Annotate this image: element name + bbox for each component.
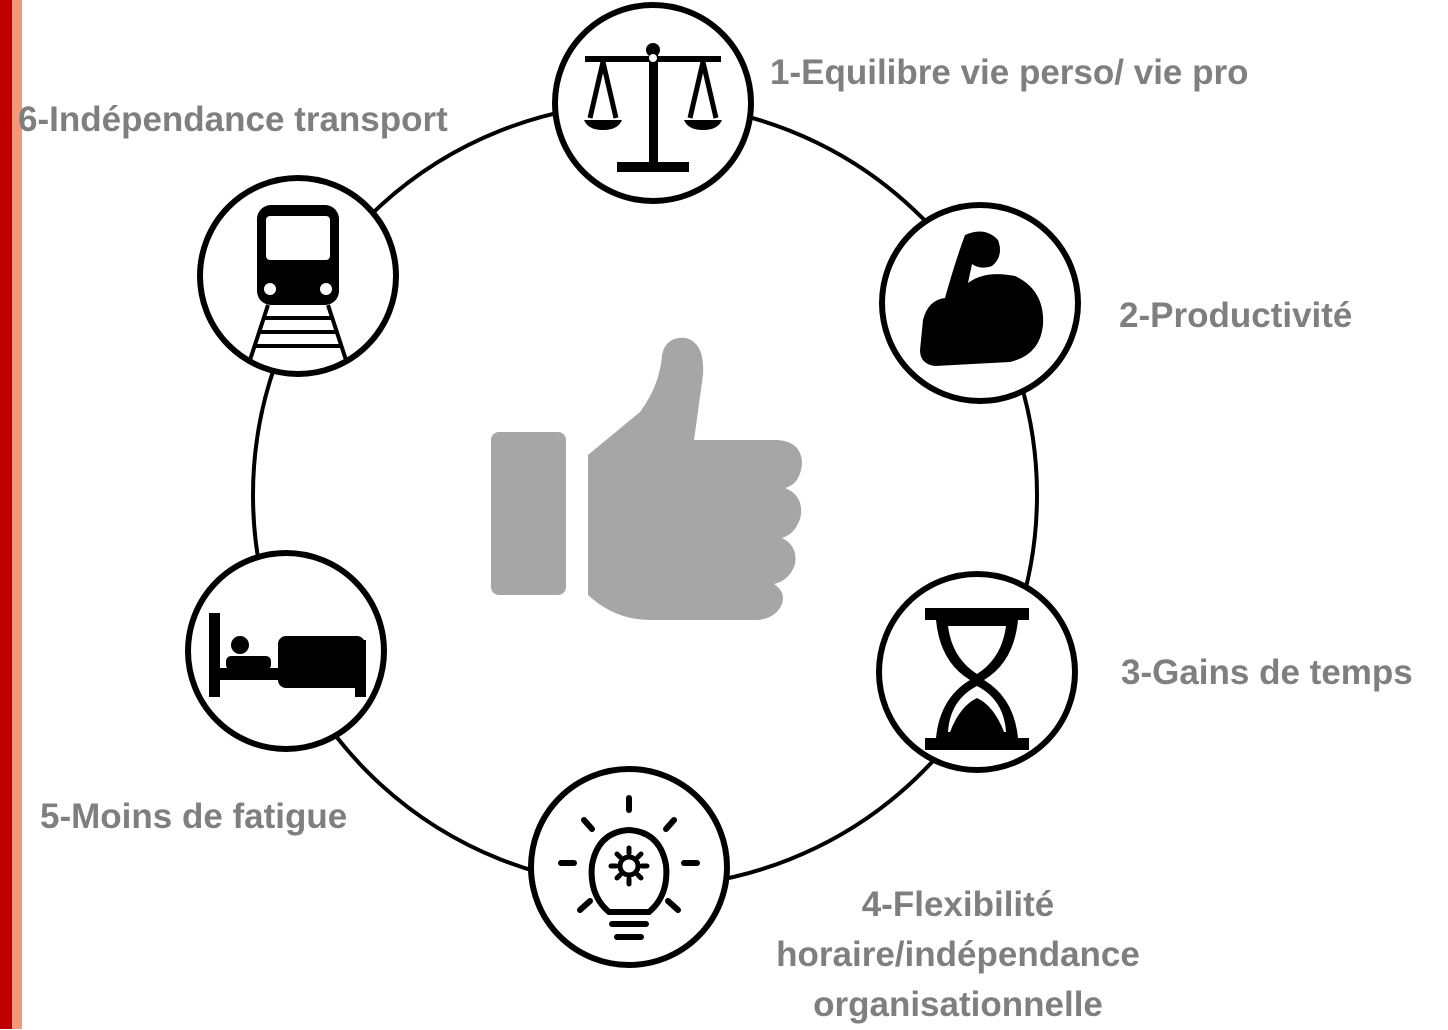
node-5 xyxy=(185,550,387,752)
item-2-label: 2-Productivité xyxy=(1119,296,1353,335)
left-accent-bar xyxy=(0,0,12,1029)
node-2 xyxy=(879,202,1081,404)
lightbulb-gear-icon xyxy=(558,795,700,940)
flexed-arm-icon xyxy=(920,231,1044,366)
item-4-label-line-3: organisationnelle xyxy=(813,985,1103,1024)
item-6-label: 6-Indépendance transport xyxy=(18,100,448,139)
item-5-label: 5-Moins de fatigue xyxy=(40,797,348,836)
item-3-label: 3-Gains de temps xyxy=(1121,653,1413,692)
train-icon xyxy=(248,205,348,361)
node-3 xyxy=(876,571,1078,773)
item-1-label: 1-Equilibre vie perso/ vie pro xyxy=(770,53,1249,92)
node-6 xyxy=(197,175,399,377)
left-accent-stripe xyxy=(12,0,22,1029)
node-1 xyxy=(552,2,754,204)
item-4-label-line-1: 4-Flexibilité xyxy=(861,885,1055,924)
hourglass-icon xyxy=(925,608,1029,750)
item-4-label-line-2: horaire/indépendance xyxy=(776,935,1140,974)
scales-icon xyxy=(584,43,722,172)
item-4-label: 4-Flexibilité horaire/indépendance organ… xyxy=(758,880,1158,1030)
node-4 xyxy=(528,766,730,968)
bed-icon xyxy=(209,613,366,697)
thumbs-up-icon xyxy=(491,337,802,620)
